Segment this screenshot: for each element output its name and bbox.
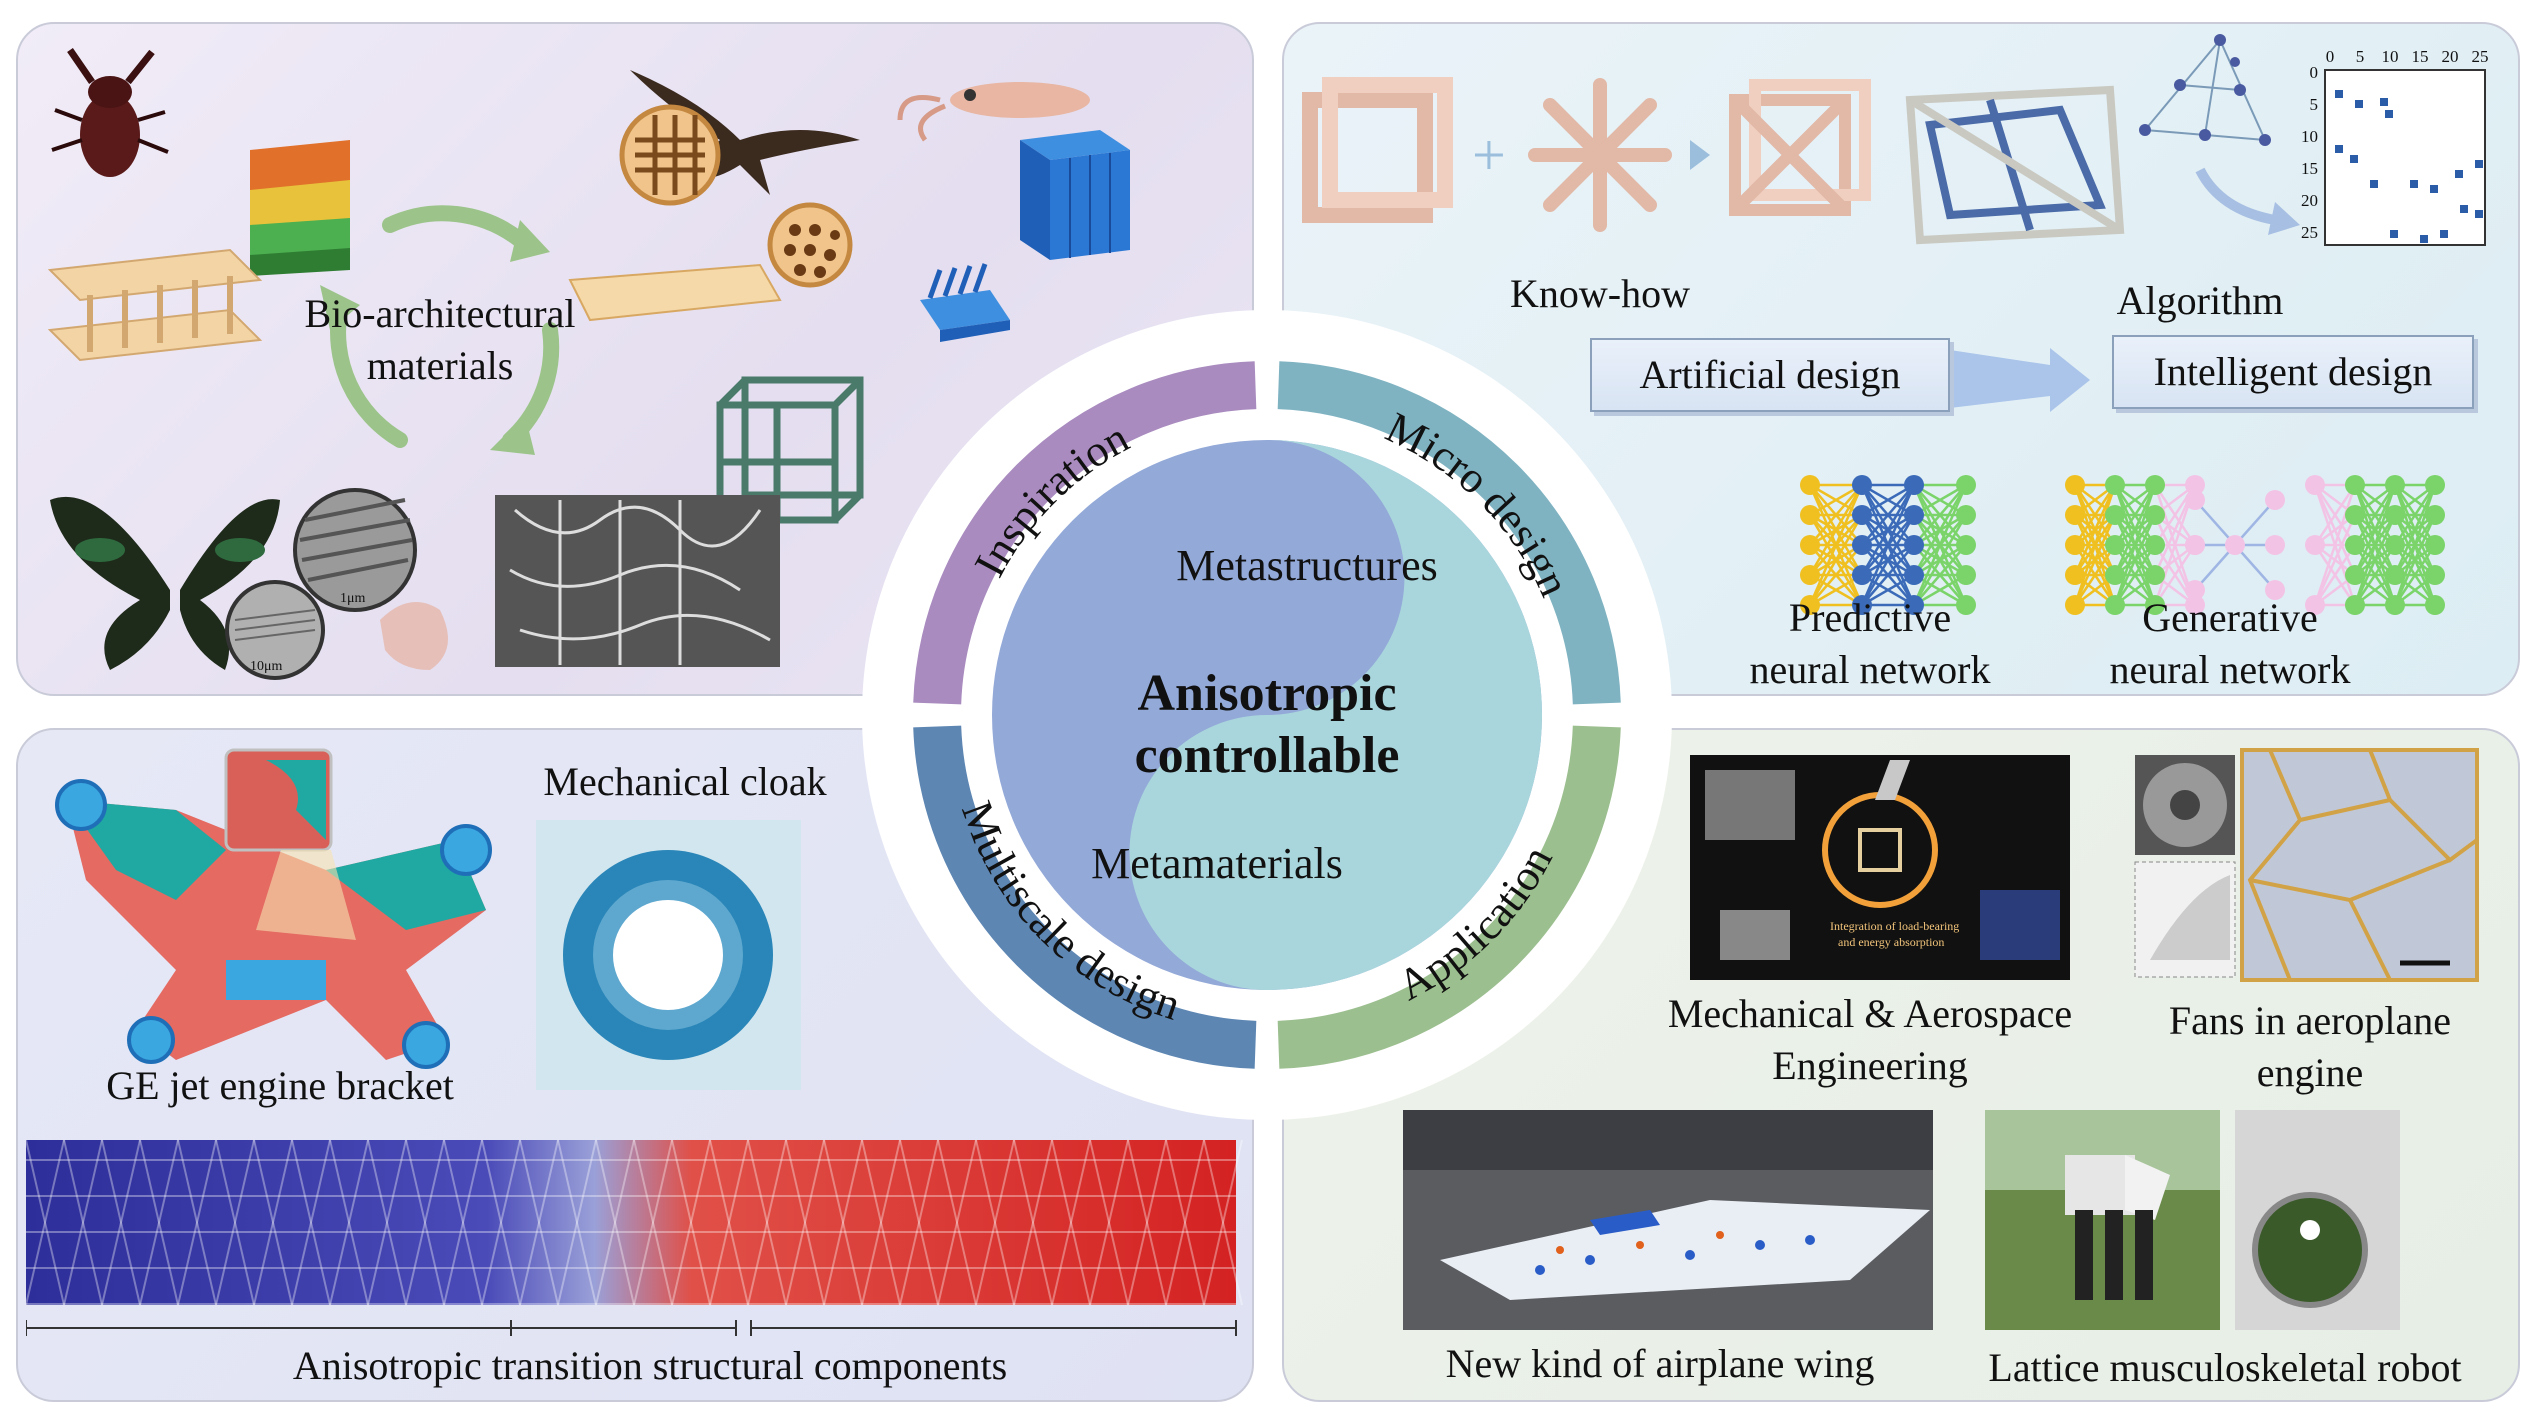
matrix-x-tick: 5 [2356, 47, 2365, 66]
yin-yang-teal-half [1129, 440, 1542, 990]
predictive-neural-network-icon [1800, 475, 1976, 615]
octet-lattice-icon [1905, 85, 2125, 245]
photo-caption-line2: and energy absorption [1838, 935, 1944, 949]
frame-cube-icon [1302, 77, 1453, 223]
predictive-neural-network-label: Predictive neural network [1749, 595, 1991, 692]
ring-segment-application [1277, 725, 1621, 1069]
mechanical-cloak-icon [536, 820, 801, 1090]
curved-arrow-icon [2195, 167, 2276, 225]
lattice-robot-photos [1985, 1110, 2400, 1330]
metamaterials-label: Metamaterials [1091, 839, 1343, 888]
twisted-layer-block-icon [250, 140, 350, 276]
center-title-line1: Anisotropic [1137, 665, 1396, 722]
mechanical-cloak-label: Mechanical cloak [543, 759, 827, 804]
ring-segment-inspiration [913, 361, 1257, 705]
combined-cube-icon [1729, 79, 1871, 216]
fans-engine-label: Fans in aeroplane engine [2168, 998, 2452, 1095]
design-arrow-icon [1950, 348, 2090, 412]
airplane-wing-label: New kind of airplane wing [1445, 1341, 1875, 1386]
matrix-y-tick: 25 [2301, 223, 2318, 242]
matrix-y-tick: 15 [2301, 159, 2318, 178]
matrix-y-tick: 0 [2310, 63, 2319, 82]
squid-icon [897, 82, 1090, 142]
matrix-x-tick: 0 [2326, 47, 2335, 66]
matrix-x-tick: 20 [2442, 47, 2459, 66]
eagle-icon [630, 70, 860, 195]
inspiration-illustrations: 1μm 10μm [47, 48, 1130, 680]
matrix-x-tick: 15 [2412, 47, 2429, 66]
know-how-label: Know-how [1510, 271, 1690, 316]
star-joint-icon [1528, 78, 1672, 232]
lattice-disc-icon [619, 104, 853, 288]
fan-photos [2134, 748, 2479, 982]
multiscale-illustrations [26, 748, 1243, 1336]
intelligent-design-box: Intelligent design [2112, 335, 2474, 409]
algorithm-label: Algorithm [2116, 278, 2284, 323]
bio-architectural-label: Bio-architectural materials [304, 291, 576, 388]
arrow-right-icon [1690, 140, 1710, 170]
ring-segment-micro-design [1277, 361, 1621, 705]
adjacency-matrix: 0 5 10 15 20 25 0 5 10 15 20 25 [2301, 47, 2489, 246]
ring-segment-multiscale-design [913, 725, 1257, 1069]
lattice-robot-label: Lattice musculoskeletal robot [1988, 1345, 2462, 1390]
beetle-icon [51, 48, 169, 177]
plus-symbol: + [1472, 122, 1506, 188]
sem-micrograph-10um [225, 580, 325, 680]
pink-node-icon [380, 602, 448, 670]
matrix-y-tick: 20 [2301, 191, 2318, 210]
matrix-y-tick: 10 [2301, 127, 2318, 146]
metastructures-label: Metastructures [1176, 541, 1437, 590]
blue-lattice-cube-icon [1020, 130, 1130, 260]
transition-components-label: Anisotropic transition structural compon… [292, 1343, 1008, 1388]
corrugated-sheet-icon [568, 263, 782, 322]
center-ring-diagram: Inspiration Micro design Multiscale desi… [862, 310, 1672, 1120]
transition-lattice-bar [26, 1140, 1236, 1305]
center-title-line2: controllable [1135, 727, 1400, 784]
transition-range-brackets [26, 1320, 1237, 1336]
matrix-x-tick: 25 [2472, 47, 2489, 66]
engine-bracket-icon [55, 748, 492, 1069]
scale-bar-10um: 10μm [250, 659, 283, 674]
pillar-plate-icon [47, 248, 263, 362]
aerospace-engineering-label: Mechanical & Aerospace Engineering [1667, 991, 2073, 1088]
blue-fin-block-icon [920, 263, 1010, 342]
generative-neural-network-label: Generative neural network [2109, 595, 2351, 692]
micro-design-illustrations: + 0 5 10 15 20 25 0 5 10 15 20 25 [1302, 34, 2489, 615]
butterfly-icon [50, 496, 280, 670]
sem-lattice-image [495, 495, 780, 667]
aerospace-photo: Integration of load-bearing and energy a… [1690, 755, 2070, 980]
application-illustrations: Integration of load-bearing and energy a… [1403, 748, 2479, 1330]
graph-network-icon [2143, 38, 2267, 142]
ge-jet-engine-bracket-label: GE jet engine bracket [106, 1063, 454, 1108]
matrix-y-tick: 5 [2310, 95, 2319, 114]
photo-caption-line1: Integration of load-bearing [1830, 919, 1959, 933]
generative-neural-network-icon [2065, 475, 2445, 615]
matrix-x-tick: 10 [2382, 47, 2399, 66]
airplane-wing-photo [1403, 1110, 1933, 1330]
artificial-design-box: Artificial design [1590, 338, 1950, 412]
scale-bar-1um: 1μm [340, 591, 366, 606]
